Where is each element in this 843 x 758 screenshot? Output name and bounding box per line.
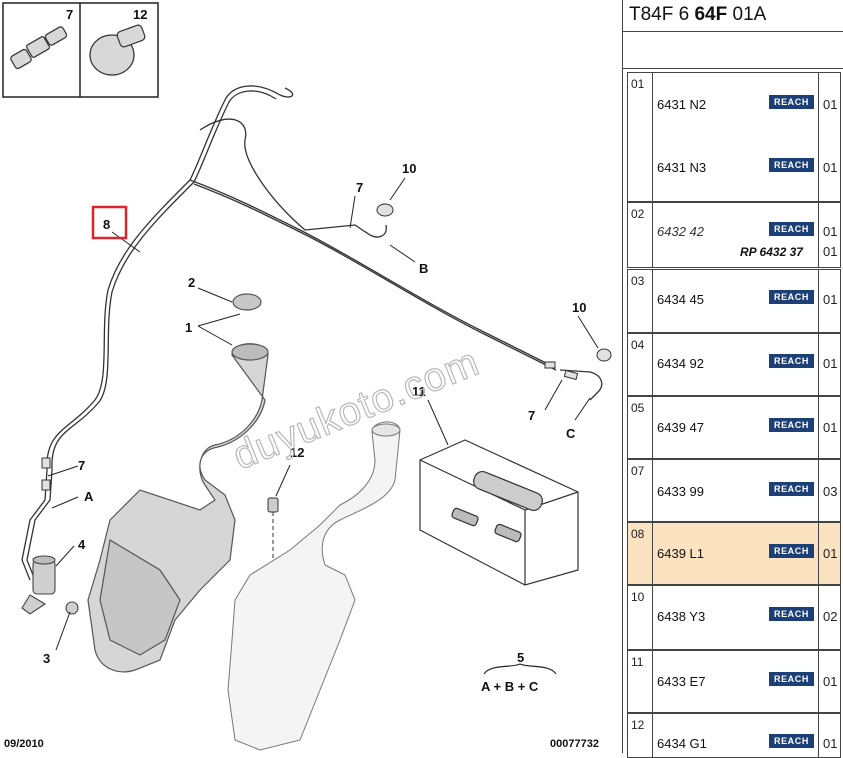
washer-reservoir (87, 293, 269, 673)
row-index: 01 (631, 77, 645, 91)
letter-b: B (419, 261, 428, 276)
parts-row-11[interactable]: 11 6433 E7 REACH 01 (627, 650, 841, 713)
letter-a: A (84, 489, 94, 504)
callout-2[interactable]: 2 (188, 275, 195, 290)
parts-row-05[interactable]: 05 6439 47 REACH 01 (627, 396, 841, 459)
part-quantity: 01 (823, 674, 838, 689)
part-reference[interactable]: 6432 42 (657, 224, 704, 239)
nozzle-parts (41, 203, 612, 491)
part-reference[interactable]: 6433 E7 (657, 674, 706, 689)
part-reference[interactable]: 6438 Y3 (657, 609, 706, 624)
inset-label-12: 12 (133, 7, 147, 22)
part-quantity: 03 (823, 484, 838, 499)
parts-row-08[interactable]: 08 6439 L1 REACH 01 (627, 522, 841, 585)
part-quantity: 01 (823, 97, 838, 112)
part-quantity: 01 (823, 160, 838, 175)
part-quantity: 01 (823, 244, 838, 259)
reach-badge: REACH (769, 482, 814, 496)
leader-lines (47, 177, 599, 651)
selected-part-highlight[interactable] (91, 205, 128, 240)
formula-brace (483, 663, 557, 675)
reach-badge: REACH (769, 158, 814, 172)
row-index: 12 (631, 718, 645, 732)
part-reference[interactable]: 6434 45 (657, 292, 704, 307)
part-reference[interactable]: 6433 99 (657, 484, 704, 499)
panel-subheader (623, 32, 843, 69)
reservoir-ghost (227, 421, 401, 751)
header-suffix: 01A (727, 4, 767, 25)
kit-box (419, 439, 579, 586)
parts-diagram: 7 12 (2, 2, 612, 751)
inset-box: 7 12 (2, 2, 159, 98)
part-reference[interactable]: 6431 N2 (657, 97, 707, 112)
part-reference[interactable]: 6434 G1 (657, 736, 707, 751)
panel-header: T84F 6 64F 01A (623, 0, 843, 32)
row-index: 02 (631, 207, 645, 221)
parts-row-01[interactable]: 01 6431 N2 REACH 01 6431 N3 REACH 01 (627, 72, 841, 202)
reach-badge: REACH (769, 95, 814, 109)
part-quantity: 01 (823, 546, 838, 561)
callout-10-right[interactable]: 10 (572, 300, 586, 315)
part-reference[interactable]: 6439 L1 (657, 546, 704, 561)
diagram-date: 09/2010 (4, 738, 44, 750)
letter-c: C (566, 426, 576, 441)
replacement-reference[interactable]: RP 6432 37 (740, 245, 803, 259)
parts-list-panel: T84F 6 64F 01A 01 6431 N2 REACH 01 6431 N3 RE… (622, 0, 843, 758)
parts-row-07[interactable]: 07 6433 99 REACH 03 (627, 459, 841, 522)
part-quantity: 01 (823, 736, 838, 751)
callout-7-left[interactable]: 7 (78, 458, 85, 473)
callout-3[interactable]: 3 (43, 651, 50, 666)
washer-pump (21, 555, 79, 615)
reach-badge: REACH (769, 672, 814, 686)
part-reference[interactable]: 6439 47 (657, 420, 704, 435)
part-reference[interactable]: 6434 92 (657, 356, 704, 371)
part-quantity: 01 (823, 292, 838, 307)
part-quantity: 01 (823, 420, 838, 435)
row-index: 04 (631, 338, 645, 352)
reach-badge: REACH (769, 222, 814, 236)
part-quantity: 02 (823, 609, 838, 624)
callout-8[interactable]: 8 (103, 217, 110, 232)
parts-row-10[interactable]: 10 6438 Y3 REACH 02 (627, 585, 841, 650)
formula-text: A + B + C (481, 679, 539, 694)
row-index: 10 (631, 590, 645, 604)
callout-1[interactable]: 1 (185, 320, 192, 335)
callout-4[interactable]: 4 (78, 537, 86, 552)
reach-badge: REACH (769, 290, 814, 304)
part-quantity: 01 (823, 224, 838, 239)
parts-row-12[interactable]: 12 6434 G1 REACH 01 (627, 713, 841, 758)
row-index: 05 (631, 401, 645, 415)
part-quantity: 01 (823, 356, 838, 371)
connector-part-icon (10, 26, 68, 70)
reach-badge: REACH (769, 544, 814, 558)
parts-row-02[interactable]: 02 6432 42 REACH 01 01 RP 6432 37 (627, 202, 841, 268)
part-reference[interactable]: 6431 N3 (657, 160, 707, 175)
reach-badge: REACH (769, 734, 814, 748)
row-index: 03 (631, 274, 645, 288)
reach-badge: REACH (769, 418, 814, 432)
inset-label-7: 7 (66, 7, 73, 22)
parts-row-04[interactable]: 04 6434 92 REACH 01 (627, 333, 841, 396)
reach-badge: REACH (769, 354, 814, 368)
callout-7-top[interactable]: 7 (356, 180, 363, 195)
diagram-ref-number: 00077732 (550, 738, 599, 750)
callout-10-top[interactable]: 10 (402, 161, 416, 176)
row-index: 08 (631, 527, 645, 541)
grommet-part-icon (89, 24, 146, 76)
callout-11[interactable]: 11 (412, 384, 426, 399)
header-bold: 64F (694, 4, 728, 25)
row-index: 07 (631, 464, 645, 478)
plug-part (267, 497, 279, 560)
header-prefix: T84F 6 (629, 4, 695, 25)
callout-5[interactable]: 5 (517, 650, 524, 665)
reach-badge: REACH (769, 607, 814, 621)
parts-row-03[interactable]: 03 6434 45 REACH 01 (627, 269, 841, 333)
row-index: 11 (631, 655, 644, 669)
callout-7-right[interactable]: 7 (528, 408, 535, 423)
callout-12[interactable]: 12 (290, 445, 304, 460)
